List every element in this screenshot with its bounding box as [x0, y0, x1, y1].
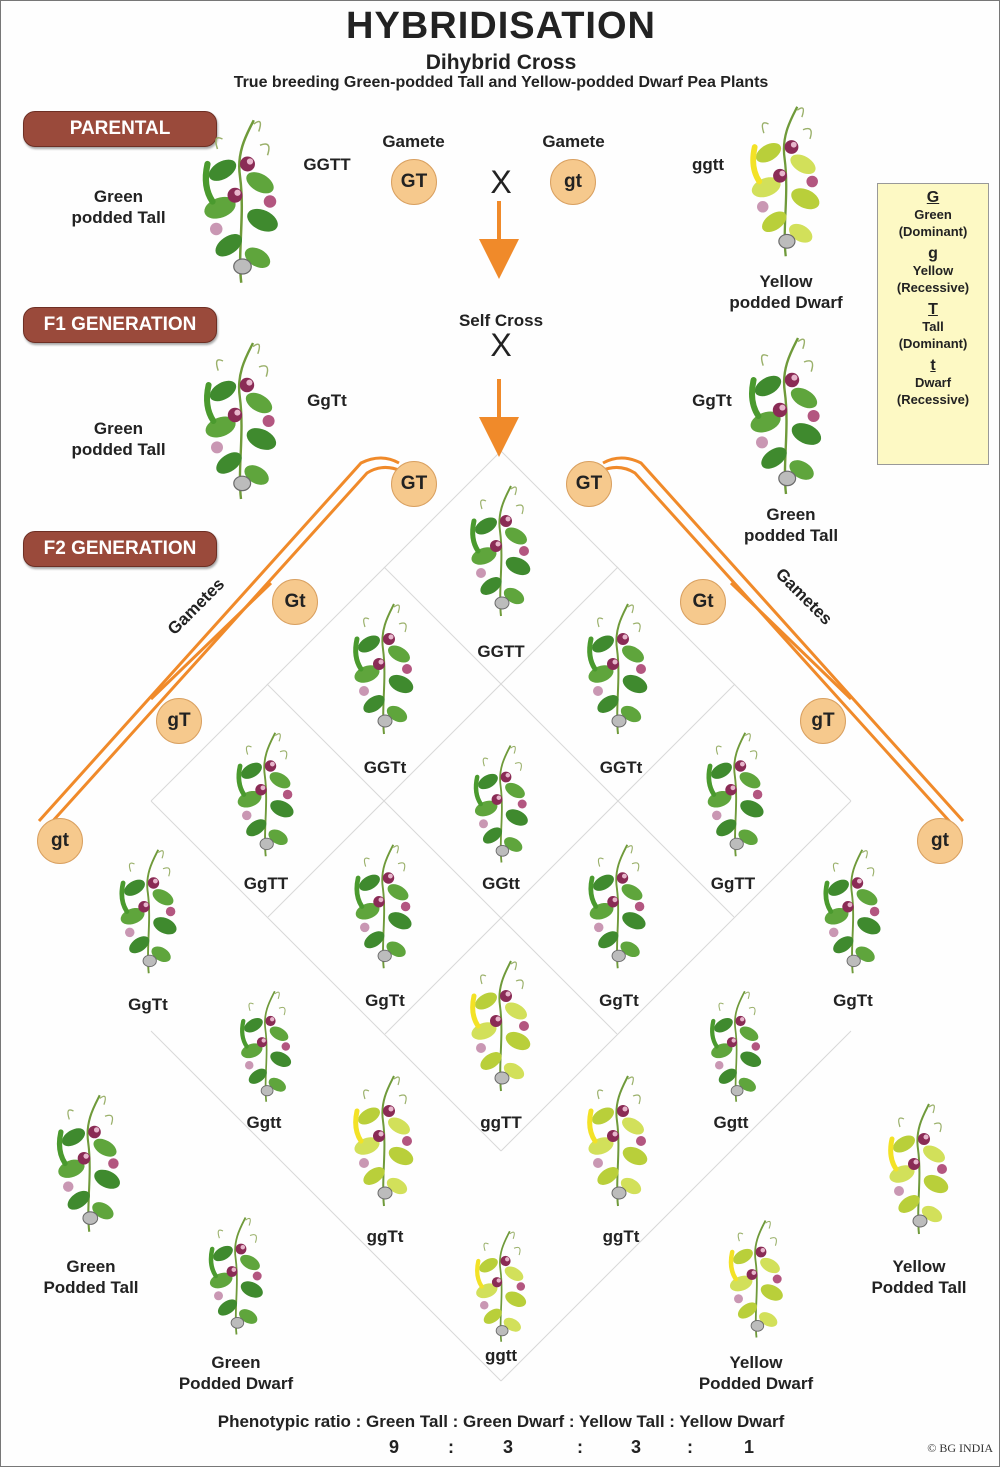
phenotypic-ratio-text: Phenotypic ratio : Green Tall : Green Dw… — [217, 1412, 785, 1431]
f2-plant-r5c3 — [709, 990, 761, 1102]
ratio-num-2: 3 — [503, 1437, 514, 1457]
f2-genotype-r6c2: ggTt — [602, 1227, 640, 1246]
f2-genotype-r2c2: GGTt — [599, 758, 643, 777]
f2-plant-r3c1 — [236, 731, 294, 856]
f2-genotype-r3c2: GGtt — [482, 874, 520, 893]
f2-genotype-r5c2: ggTT — [480, 1113, 522, 1132]
f2-plant-r2c1 — [353, 603, 414, 735]
parent-gamete-gt-recessive: gt — [550, 159, 596, 205]
phenotype-green-tall: Green Podded Tall — [43, 1257, 139, 1297]
parental-banner: PARENTAL — [23, 111, 217, 147]
f1-banner: F1 GENERATION — [23, 307, 217, 343]
phenotype-green-dwarf-plant — [208, 1217, 263, 1335]
f2-plant-r2c2 — [587, 603, 648, 735]
f2-plant-r4c4 — [823, 848, 881, 973]
f2-genotype-r7c1: ggtt — [484, 1346, 518, 1365]
cross-symbol-parental: X — [490, 164, 512, 200]
self-cross-label: Self Cross — [458, 311, 544, 330]
parent-left-label: Green podded Tall — [71, 187, 166, 227]
gamete-left-title: Gamete — [382, 132, 445, 151]
phenotype-yellow-dwarf: Yellow Podded Dwarf — [698, 1353, 814, 1393]
f1-left-label: Green podded Tall — [71, 419, 166, 459]
f2-genotype-r4c3: GgTt — [599, 991, 639, 1010]
ratio-num-4: 1 — [744, 1437, 755, 1457]
copyright-notice: © BG INDIA — [927, 1441, 993, 1455]
ratio-num-3: 3 — [631, 1437, 642, 1457]
f2-genotype-r4c1: GgTt — [128, 995, 168, 1014]
ratio-sep-1: : — [448, 1437, 454, 1457]
f2-plant-r5c1 — [239, 990, 291, 1102]
f1-left-genotype: GgTt — [307, 391, 347, 410]
punnett-grid-lines — [150, 450, 852, 1382]
f2-genotype-r2c1: GGTt — [363, 758, 407, 777]
parent-right-label: Yellow podded Dwarf — [729, 272, 843, 312]
page-title: HYBRIDISATION — [346, 5, 656, 47]
f2-plant-r5c2 — [470, 960, 531, 1092]
f1-green-tall-plant-left — [204, 342, 277, 500]
f1-gamete-left-gt-2: Gt — [272, 579, 318, 625]
f1-gamete-left-gt-4: gt — [37, 818, 83, 864]
f1-right-genotype: GgTt — [692, 391, 732, 410]
f2-genotype-r6c1: ggTt — [366, 1227, 404, 1246]
f2-genotype-r4c4: GgTt — [833, 991, 873, 1010]
f2-genotype-r1c1: GGTT — [477, 642, 525, 661]
f2-banner: F2 GENERATION — [23, 531, 217, 567]
phenotype-yellow-dwarf-plant — [728, 1220, 783, 1338]
parent-gamete-gt-dominant: GT — [391, 159, 437, 205]
f2-plant-r3c2 — [473, 745, 528, 863]
f1-gamete-left-gt-3: gT — [156, 698, 202, 744]
f2-plant-r4c1 — [119, 848, 177, 973]
f1-gamete-left-gt: GT — [391, 461, 437, 507]
f2-genotype-r3c1: GgTT — [243, 874, 289, 893]
ratio-sep-3: : — [687, 1437, 693, 1457]
page-description: True breeding Green-podded Tall and Yell… — [233, 74, 769, 91]
f2-plant-r6c1 — [353, 1075, 414, 1207]
f2-plant-r4c3 — [588, 843, 646, 968]
phenotype-green-tall-plant — [56, 1094, 120, 1232]
f1-gamete-right-gt-4: gt — [917, 818, 963, 864]
f1-gamete-right-gt: GT — [566, 461, 612, 507]
phenotype-yellow-tall-plant — [888, 1103, 949, 1235]
parental-green-tall-plant — [202, 119, 278, 283]
cross-symbol-f1: X — [490, 327, 512, 363]
f1-right-label: Green podded Tall — [743, 505, 839, 545]
parental-yellow-dwarf-plant — [750, 105, 820, 256]
f1-green-tall-plant-right — [749, 337, 822, 495]
ratio-num-1: 9 — [389, 1437, 400, 1457]
phenotype-green-dwarf: Green Podded Dwarf — [178, 1353, 294, 1393]
f1-gamete-right-gt-3: gT — [800, 698, 846, 744]
f2-genotype-r5c3: Ggtt — [713, 1113, 749, 1132]
f2-plant-r6c2 — [587, 1075, 648, 1207]
page-subtitle: Dihybrid Cross — [425, 51, 577, 74]
f2-genotype-r4c2: GgTt — [365, 991, 405, 1010]
gamete-right-title: Gamete — [542, 132, 605, 151]
f2-genotype-r3c3: GgTT — [710, 874, 756, 893]
ratio-sep-2: : — [577, 1437, 583, 1457]
parent-left-genotype: GGTT — [303, 155, 351, 174]
f2-genotype-r5c1: Ggtt — [246, 1113, 282, 1132]
parent-right-genotype: ggtt — [691, 155, 725, 174]
phenotype-yellow-tall: Yellow Podded Tall — [871, 1257, 967, 1297]
f2-plant-r4c2 — [354, 843, 412, 968]
f1-gamete-right-gt-2: Gt — [680, 579, 726, 625]
f2-plant-r1c1 — [470, 485, 531, 617]
f2-plant-r7c1 — [474, 1230, 526, 1342]
f2-plant-r3c3 — [706, 731, 764, 856]
